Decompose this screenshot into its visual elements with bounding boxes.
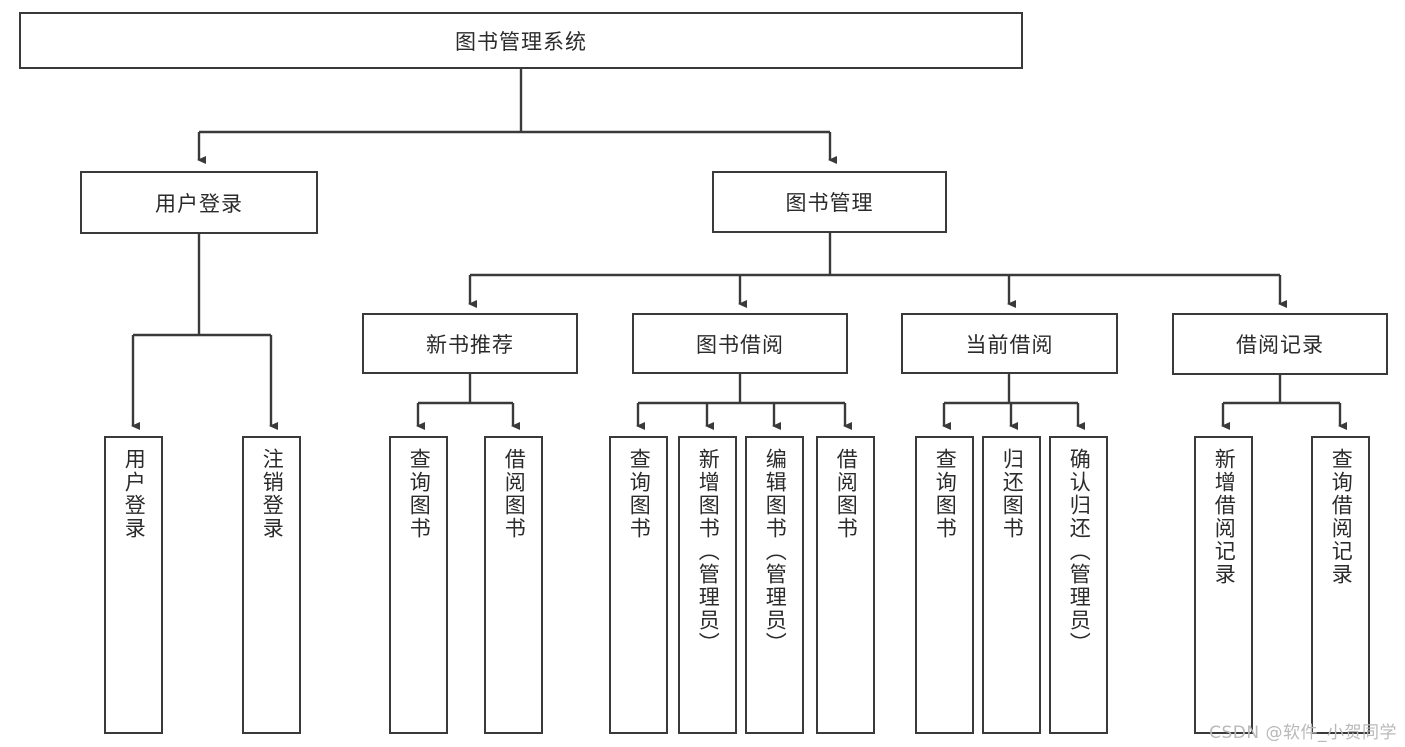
node-root-label: 图书管理系统: [455, 29, 587, 54]
node-user-login[interactable]: 用户登录: [80, 171, 318, 234]
node-new-book-rec-label: 新书推荐: [426, 332, 514, 357]
node-leaf-logout[interactable]: 注销登录: [242, 436, 301, 734]
node-book-borrow-label: 图书借阅: [696, 332, 784, 357]
node-leaf-add-record[interactable]: 新增借阅记录: [1194, 436, 1253, 734]
node-root[interactable]: 图书管理系统: [19, 12, 1023, 69]
node-leaf-query-book-3[interactable]: 查询图书: [915, 436, 974, 734]
node-leaf-query-book-1[interactable]: 查询图书: [389, 436, 448, 734]
node-book-manage[interactable]: 图书管理: [712, 171, 947, 233]
node-leaf-borrow-book-1[interactable]: 借阅图书: [484, 436, 543, 734]
node-current-borrow-label: 当前借阅: [965, 332, 1054, 357]
node-leaf-query-book-3-label: 查询图书: [933, 448, 958, 540]
node-leaf-confirm-return-label: 确认归还（管理员）: [1067, 448, 1092, 655]
node-book-borrow[interactable]: 图书借阅: [632, 313, 848, 374]
node-borrow-record[interactable]: 借阅记录: [1172, 313, 1388, 375]
node-leaf-query-record-label: 查询借阅记录: [1329, 448, 1354, 586]
node-book-manage-label: 图书管理: [785, 191, 874, 215]
node-leaf-confirm-return[interactable]: 确认归还（管理员）: [1049, 436, 1108, 734]
node-leaf-add-record-label: 新增借阅记录: [1212, 448, 1237, 586]
node-leaf-borrow-book-2-label: 借阅图书: [834, 448, 859, 540]
node-leaf-query-record[interactable]: 查询借阅记录: [1311, 436, 1370, 734]
node-leaf-query-book-2[interactable]: 查询图书: [609, 436, 668, 734]
node-current-borrow[interactable]: 当前借阅: [901, 313, 1118, 374]
node-new-book-rec[interactable]: 新书推荐: [362, 313, 578, 374]
node-leaf-return-book[interactable]: 归还图书: [982, 436, 1041, 734]
node-leaf-edit-book-label: 编辑图书（管理员）: [763, 448, 788, 655]
node-leaf-logout-label: 注销登录: [260, 448, 285, 540]
watermark: CSDN @软件_小贺同学: [1209, 723, 1397, 743]
node-leaf-user-login-label: 用户登录: [122, 448, 147, 540]
node-leaf-query-book-1-label: 查询图书: [407, 448, 432, 540]
node-user-login-label: 用户登录: [155, 191, 243, 216]
node-leaf-edit-book[interactable]: 编辑图书（管理员）: [745, 436, 804, 734]
node-leaf-user-login[interactable]: 用户登录: [104, 436, 163, 734]
node-borrow-record-label: 借阅记录: [1236, 333, 1324, 357]
node-leaf-borrow-book-1-label: 借阅图书: [502, 448, 527, 540]
node-leaf-borrow-book-2[interactable]: 借阅图书: [816, 436, 875, 734]
node-leaf-return-book-label: 归还图书: [1000, 448, 1025, 540]
node-leaf-query-book-2-label: 查询图书: [627, 448, 652, 540]
node-leaf-add-book[interactable]: 新增图书（管理员）: [678, 436, 737, 734]
node-leaf-add-book-label: 新增图书（管理员）: [696, 448, 721, 655]
